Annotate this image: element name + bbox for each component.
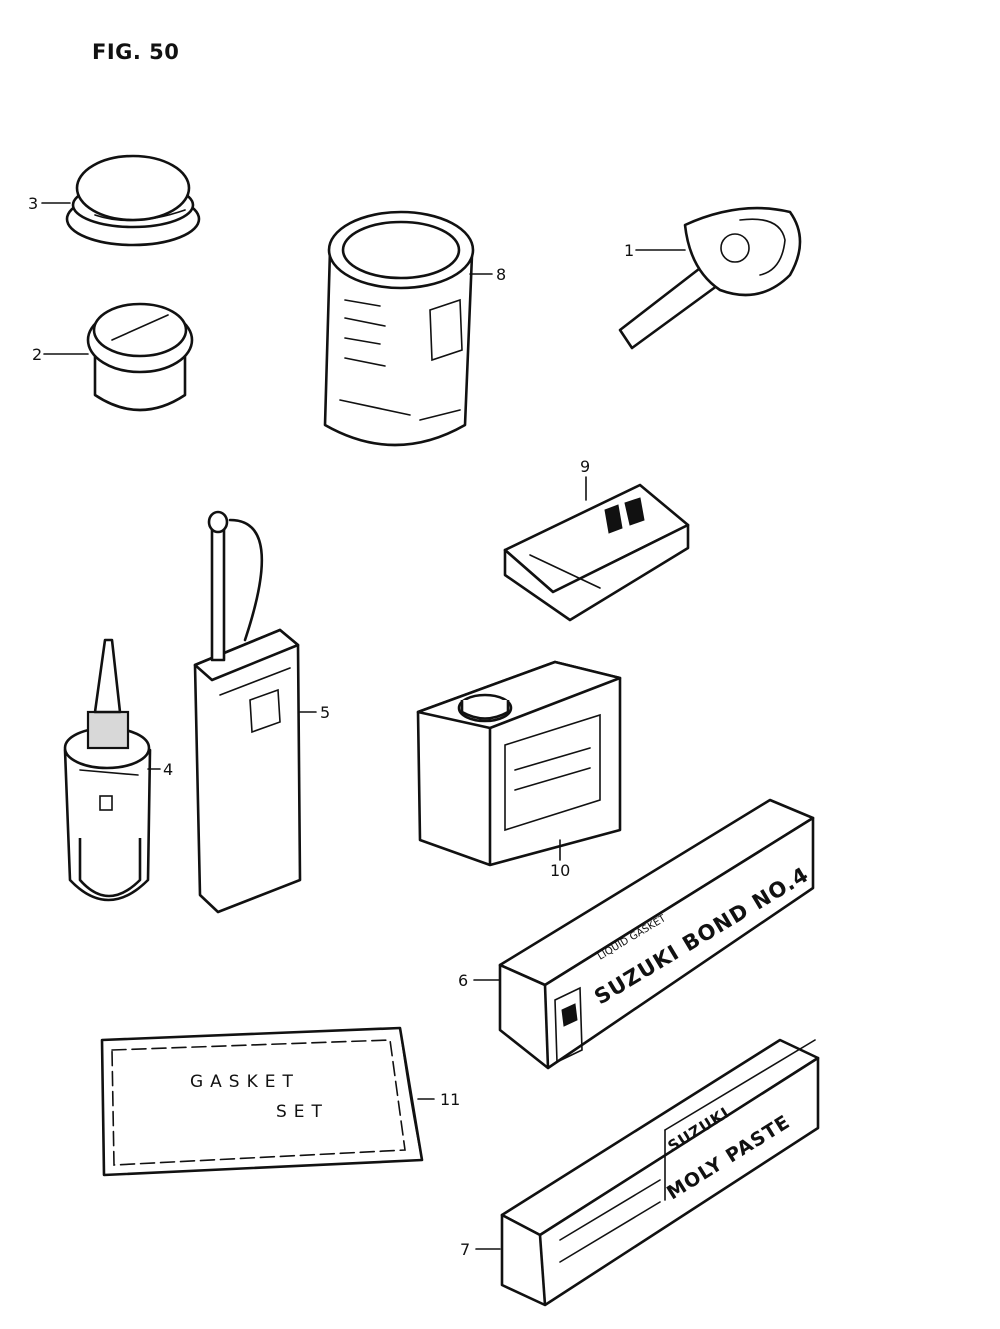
part-3-tin-lid — [65, 154, 201, 247]
part-11-label-line1: GASKET — [190, 1072, 300, 1092]
callout-1: 1 — [624, 241, 634, 260]
callout-5: 5 — [320, 703, 330, 722]
callout-11: 11 — [440, 1090, 460, 1109]
callout-10: 10 — [550, 861, 570, 880]
callout-4: 4 — [163, 760, 173, 779]
part-11-gasket-set — [100, 1026, 424, 1177]
part-6-bond-box — [498, 798, 815, 1070]
part-9-box — [503, 483, 690, 622]
part-10-rectangular-can — [416, 660, 622, 867]
callout-7: 7 — [460, 1240, 470, 1259]
part-2-grease-jar — [86, 302, 194, 412]
part-4-applicator-bottle — [63, 638, 152, 902]
callout-2: 2 — [32, 345, 42, 364]
part-1-ignition-key — [618, 206, 802, 350]
callout-8: 8 — [496, 265, 506, 284]
part-8-paint-can — [323, 210, 475, 447]
callout-6: 6 — [458, 971, 468, 990]
figure-title: FIG. 50 — [92, 40, 180, 64]
callout-3: 3 — [28, 194, 38, 213]
part-5-oil-can — [193, 510, 302, 914]
part-7-moly-paste-box — [500, 1038, 820, 1307]
part-11-label-line2: SET — [276, 1102, 329, 1122]
callout-9: 9 — [580, 457, 590, 476]
